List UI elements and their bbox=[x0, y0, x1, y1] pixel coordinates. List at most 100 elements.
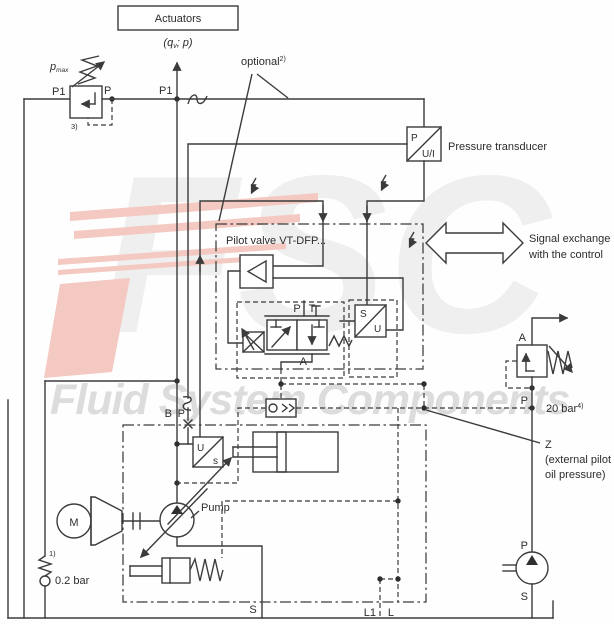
z-callout-line bbox=[425, 409, 541, 444]
pmax-label: pmax bbox=[49, 61, 69, 74]
bell-housing bbox=[90, 496, 123, 546]
pressure-relief-valve-pmax: pmax P1 P 3) bbox=[23, 55, 115, 131]
amplifier-box bbox=[239, 254, 274, 289]
drain-l1-label: L1 bbox=[364, 607, 376, 619]
note-1: 1) bbox=[49, 549, 56, 558]
relief-note: 3) bbox=[71, 122, 78, 131]
solenoid-adjust-arrow bbox=[241, 327, 255, 351]
shuttle-valve-box bbox=[265, 398, 297, 418]
control-cylinder bbox=[232, 431, 339, 473]
electronics-u: U bbox=[374, 324, 381, 335]
valve-sub-box bbox=[236, 301, 345, 379]
position-transducer-u: U bbox=[197, 443, 204, 454]
transducer-label: Pressure transducer bbox=[448, 141, 547, 153]
relief-port-p1: P1 bbox=[52, 86, 65, 98]
z-desc-line1: (external pilot bbox=[545, 454, 611, 466]
electric-bolt-icon bbox=[380, 174, 390, 192]
actuators-label: Actuators bbox=[155, 13, 202, 25]
electronics-sub-box bbox=[348, 299, 398, 378]
spring-adjust-arrow bbox=[71, 61, 106, 88]
z-label: Z bbox=[545, 439, 552, 451]
pump-enclosure-boundary bbox=[122, 424, 427, 603]
optional-label: optional2) bbox=[241, 56, 286, 68]
valve-port-t: T bbox=[309, 303, 316, 315]
pilot-valve-boundary bbox=[215, 223, 424, 370]
relief-valve-body bbox=[69, 85, 103, 119]
flow-label: (qv; p) bbox=[163, 37, 193, 50]
optional-callout-line bbox=[218, 73, 253, 222]
signal-exchange: Signal exchange with the control bbox=[425, 221, 610, 265]
reducing-valve-body bbox=[516, 344, 548, 378]
pilot-pump-triangle bbox=[526, 555, 538, 565]
amplifier-to-solenoid-wire bbox=[227, 270, 244, 344]
pilot-pump-s: S bbox=[521, 591, 528, 603]
shuttle-ball-icon bbox=[268, 403, 278, 413]
pilot-pump-p: P bbox=[521, 540, 528, 552]
spring-adjust-arrow bbox=[548, 345, 573, 374]
optional-callout-line bbox=[256, 73, 289, 99]
main-line-p1: P1 bbox=[159, 85, 172, 97]
suction-line bbox=[176, 536, 263, 619]
transducer-left-line bbox=[187, 143, 408, 399]
watermark-red-bar bbox=[74, 214, 300, 239]
transducer-ui: U/I bbox=[422, 149, 435, 160]
port-b: B bbox=[165, 408, 172, 420]
pilot-valve-module: Pilot valve VT-DFP... P T bbox=[215, 223, 424, 379]
feedback-linkage-arrow bbox=[167, 456, 232, 525]
cylinder-body bbox=[252, 431, 339, 473]
line-break-symbol bbox=[187, 94, 208, 105]
pilot-a-output bbox=[531, 313, 569, 346]
pump-enclosure: M Pump S bbox=[56, 424, 427, 619]
signal-exchange-line2: with the control bbox=[528, 249, 603, 261]
pilot-oil-supply: A P 20 bar4) Z (external pilot oil press… bbox=[425, 313, 611, 619]
watermark-red-bar bbox=[58, 243, 286, 265]
reducing-valve-spring bbox=[547, 350, 573, 375]
actuators-section: Actuators (qv; p) bbox=[117, 5, 239, 100]
port-labels-and-position-transducer: B P U s bbox=[165, 378, 224, 468]
pilot-valve-title: Pilot valve VT-DFP... bbox=[226, 235, 326, 247]
watermark-red-bar bbox=[58, 255, 272, 275]
valve-spring bbox=[328, 334, 353, 348]
swashplate-arrow bbox=[140, 488, 208, 558]
pump-label: Pump bbox=[201, 502, 230, 514]
tank-lines: 1) 0.2 bar bbox=[7, 98, 554, 619]
electric-bolt-icon bbox=[250, 177, 260, 195]
valve-port-p: P bbox=[293, 303, 300, 315]
z-desc-line2: oil pressure) bbox=[545, 469, 606, 481]
feedback-signal-line bbox=[195, 174, 390, 438]
bias-spring bbox=[189, 556, 224, 582]
watermark-tagline: Fluid System Components bbox=[50, 376, 569, 424]
line-break-symbol bbox=[182, 395, 192, 411]
watermark-red-block bbox=[44, 278, 130, 378]
cylinder-piston bbox=[276, 431, 287, 473]
electric-bolt-icon bbox=[408, 231, 418, 249]
signal-exchange-line1: Signal exchange bbox=[529, 233, 610, 245]
valve-port-a: A bbox=[300, 356, 308, 368]
motor-label: M bbox=[69, 517, 78, 529]
check-valve-spring bbox=[36, 555, 54, 577]
position-transducer-s: s bbox=[213, 456, 218, 467]
pilot-oil-network: L1 L bbox=[177, 369, 532, 619]
watermark: FSC Fluid System Components bbox=[44, 128, 570, 424]
relief-pilot-line bbox=[87, 99, 113, 126]
transducer-signal-line bbox=[366, 160, 425, 306]
port-p: P bbox=[178, 408, 185, 420]
pressure-transducer: P U/I Pressure transducer bbox=[182, 126, 547, 411]
suction-label: S bbox=[249, 604, 256, 616]
amplifier-triangle-icon bbox=[246, 259, 267, 284]
pilot-pressure-label: 20 bar4) bbox=[546, 403, 583, 415]
transducer-p: P bbox=[411, 133, 418, 144]
cracking-pressure-label: 0.2 bar bbox=[55, 575, 90, 587]
double-arrow-icon bbox=[425, 221, 524, 265]
check-valve-ball bbox=[39, 575, 51, 587]
valve-position-1 bbox=[266, 319, 298, 351]
relief-port-p: P bbox=[104, 85, 111, 97]
electronics-s: S bbox=[360, 309, 367, 320]
relief-spring bbox=[77, 55, 100, 85]
bias-piston-body bbox=[161, 557, 191, 584]
amplifier-to-su-wire bbox=[272, 277, 404, 331]
pilot-p-label: P bbox=[521, 395, 528, 407]
drain-l-label: L bbox=[388, 607, 394, 619]
watermark-red-bar bbox=[70, 193, 318, 221]
